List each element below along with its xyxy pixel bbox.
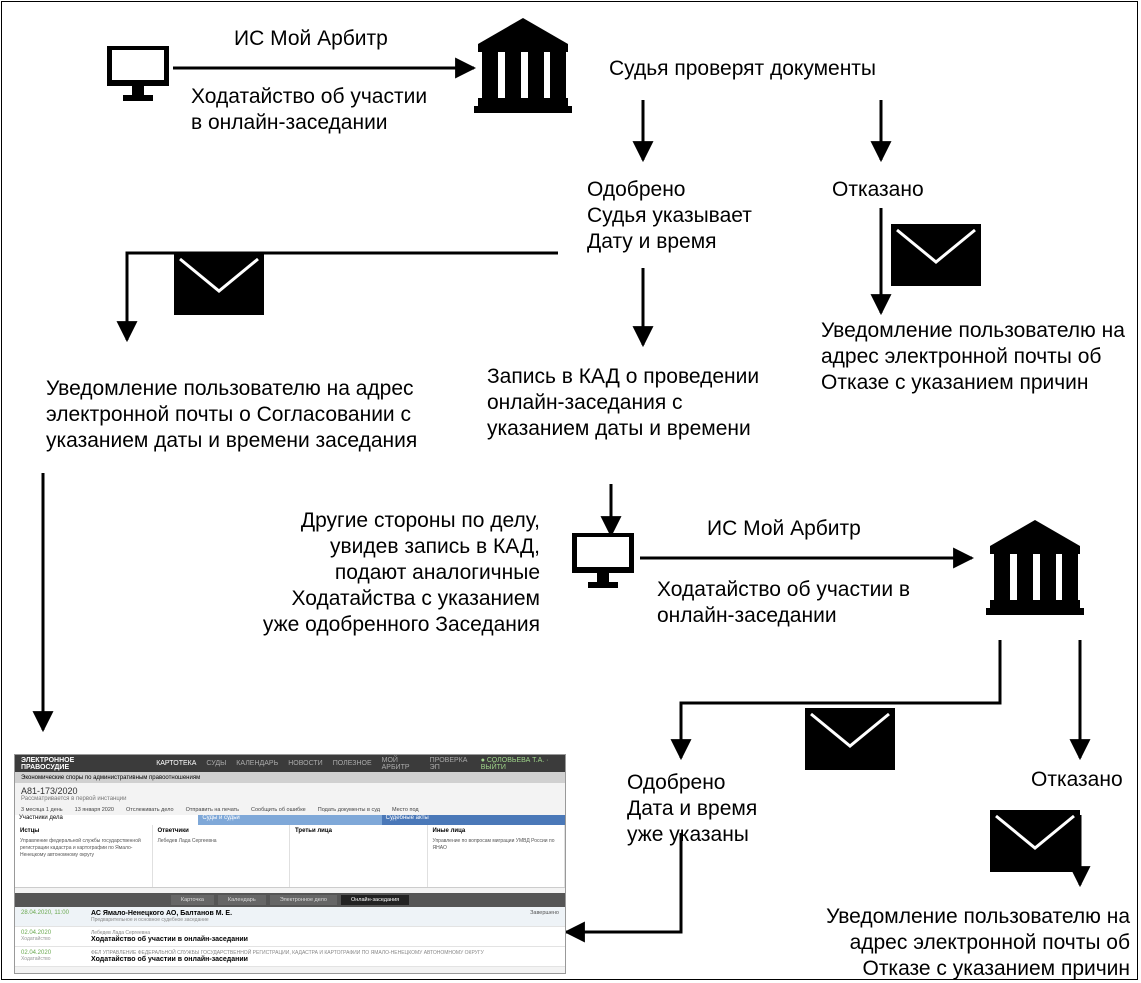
- envelope-icon: [988, 808, 1082, 874]
- kad-party-content: Лебедев Лада Сергеевна: [157, 838, 217, 844]
- kad-party-head: Третьи лица: [295, 828, 332, 834]
- row-desc: Лебедев Лада Сергеевна: [91, 930, 151, 936]
- monitor-icon: [572, 533, 634, 588]
- kad-toolbar-item[interactable]: Отправить на печать: [185, 807, 240, 813]
- court-building-icon: [986, 520, 1084, 615]
- row-desc: Предварительное и основное судебное засе…: [91, 917, 209, 923]
- kad-tabs: Участники дела Суды и судьи Судебные акт…: [15, 815, 565, 825]
- kad-subtab[interactable]: Онлайн-заседания: [340, 895, 410, 905]
- judge-check-label: Судья проверят документы: [609, 57, 877, 80]
- kad-nav-item[interactable]: ПОЛЕЗНОЕ: [332, 760, 372, 767]
- table-row[interactable]: 28.04.2020, 11:00 АС Ямало-Ненецкого АО,…: [15, 907, 565, 927]
- kad-category: Экономические споры по административным …: [15, 772, 565, 783]
- reject-notification-2: Уведомление пользователю на адрес электр…: [826, 905, 1130, 980]
- kad-case-header: А81-173/2020 Рассматривается в первой ин…: [15, 783, 565, 805]
- row-title: АС Ямало-Ненецкого АО, Балтанов М. Е.: [91, 910, 233, 917]
- row-sub: Ходатайство: [21, 956, 51, 962]
- kad-nav-item[interactable]: ПРОВЕРКА ЭП: [429, 756, 468, 771]
- kad-toolbar-item: 13 января 2020: [74, 807, 114, 813]
- kad-nav-item[interactable]: СУДЫ: [206, 760, 227, 767]
- kad-rows: 28.04.2020, 11:00 АС Ямало-Ненецкого АО,…: [15, 907, 565, 967]
- row-date: 02.04.2020: [21, 950, 52, 956]
- reject-notification: Уведомление пользователю на адрес электр…: [821, 319, 1125, 394]
- kad-tab[interactable]: Судебные акты: [381, 815, 565, 825]
- rejected-label: Отказано: [832, 178, 924, 201]
- kad-subtab[interactable]: Календарь: [217, 895, 266, 905]
- other-parties-label: Другие стороны по делу, увидев запись в …: [262, 509, 540, 636]
- kad-nav-item[interactable]: НОВОСТИ: [288, 760, 323, 767]
- kad-tab[interactable]: Участники дела: [15, 815, 199, 825]
- kad-tab[interactable]: Суды и судьи: [198, 815, 382, 825]
- kad-toolbar-item[interactable]: Отслеживать дело: [125, 807, 174, 813]
- channel-label-2: ИС Мой Арбитр: [707, 517, 861, 540]
- kad-toolbar-item[interactable]: Место под: [391, 807, 419, 813]
- row-date: 02.04.2020: [21, 930, 52, 936]
- rejected-label-2: Отказано: [1031, 768, 1123, 791]
- kad-topbar: ЭЛЕКТРОННОЕ ПРАВОСУДИЕ КАРТОТЕКА СУДЫ КА…: [15, 755, 565, 772]
- kad-toolbar: 3 месяца 1 день 13 января 2020 Отслежива…: [15, 805, 565, 815]
- kad-nav-item[interactable]: КАРТОТЕКА: [156, 760, 197, 767]
- kad-subtabs: Карточка Календарь Электронное дело Онла…: [15, 893, 565, 907]
- kad-record-label: Запись в КАД о проведении онлайн-заседан…: [487, 365, 760, 440]
- row-desc: ФЕЛ УПРАВЛЕНИЕ ФЕДЕРАЛЬНОЙ СЛУЖБЫ ГОСУДА…: [91, 950, 484, 956]
- kad-toolbar-item[interactable]: Подать документы в суд: [317, 807, 380, 813]
- kad-nav-item[interactable]: МОЙ АРБИТР: [381, 756, 410, 771]
- envelope-icon: [889, 222, 983, 288]
- kad-case-number: А81-173/2020: [21, 786, 78, 796]
- petition-label-2: Ходатайство об участии в онлайн-заседани…: [657, 578, 911, 627]
- kad-nav-item[interactable]: КАЛЕНДАРЬ: [236, 760, 279, 767]
- envelope-icon: [172, 251, 266, 317]
- kad-party-content: Управление по вопросам миграции УМВД Рос…: [432, 838, 555, 851]
- petition-label: Ходатайство об участии в онлайн-заседани…: [191, 85, 428, 134]
- approved-label-2: Одобрено Дата и время уже указаны: [627, 771, 758, 846]
- court-building-icon: [474, 18, 572, 113]
- kad-user[interactable]: ● СОЛОВЬЕВА Т.А. · ВЫЙТИ: [480, 756, 549, 771]
- kad-toolbar-item[interactable]: Сообщить об ошибке: [251, 807, 306, 813]
- row-sub: Ходатайство: [21, 936, 51, 942]
- kad-toolbar-item: 3 месяца 1 день: [21, 807, 63, 813]
- kad-party-head: Иные лица: [432, 828, 466, 834]
- row-date: 28.04.2020, 11:00: [21, 910, 69, 916]
- kad-subtab[interactable]: Карточка: [170, 895, 214, 905]
- row-status: Завершено: [530, 910, 559, 916]
- channel-label: ИС Мой Арбитр: [234, 27, 388, 50]
- kad-subtab[interactable]: Электронное дело: [269, 895, 337, 905]
- row-title[interactable]: Ходатайство об участии в онлайн-заседани…: [91, 956, 248, 963]
- kad-party-head: Истцы: [20, 828, 40, 834]
- envelope-icon: [803, 706, 897, 772]
- row-title[interactable]: Ходатайство об участии в онлайн-заседани…: [91, 936, 248, 943]
- agree-notification: Уведомление пользователю на адрес электр…: [46, 377, 418, 452]
- approved-label: Одобрено Судья указывает Дату и время: [587, 178, 752, 253]
- kad-screenshot: ЭЛЕКТРОННОЕ ПРАВОСУДИЕ КАРТОТЕКА СУДЫ КА…: [14, 754, 566, 974]
- monitor-icon: [107, 46, 169, 101]
- kad-case-status: Рассматривается в первой инстанции: [21, 796, 127, 802]
- kad-party-head: Ответчики: [157, 828, 189, 834]
- kad-party-content: Управление федеральной службы государств…: [20, 838, 141, 858]
- kad-brand: ЭЛЕКТРОННОЕ ПРАВОСУДИЕ: [21, 756, 75, 771]
